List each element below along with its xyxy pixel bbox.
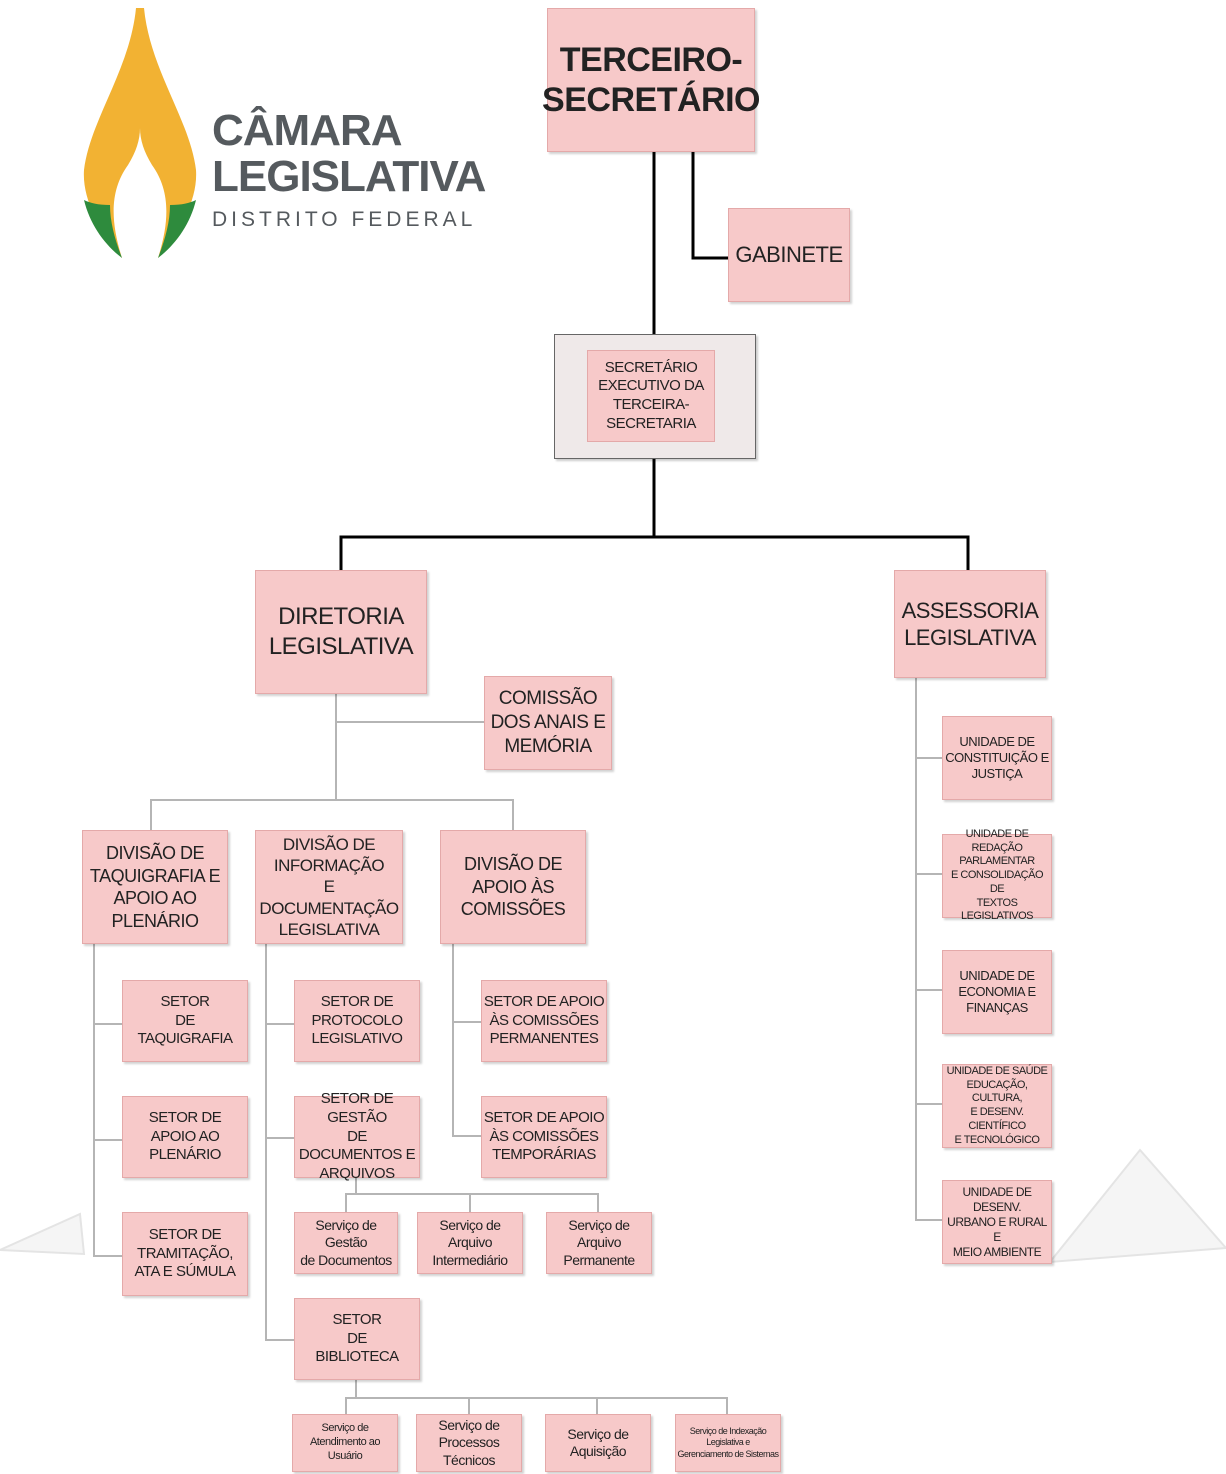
node-setor-taquigrafia: SETOR DE TAQUIGRAFIA [122,980,248,1062]
node-servico-processos-tecnicos: Serviço de Processos Técnicos [416,1414,522,1472]
line-biblioteca-services-bar [345,1397,728,1414]
node-unidade-redacao: UNIDADE DE REDAÇÃO PARLAMENTAR E CONSOLI… [942,828,1052,922]
node-secretario-executivo: SECRETÁRIO EXECUTIVO DA TERCEIRA-SECRETA… [587,350,715,442]
line-informacao-branch [265,944,294,1341]
node-assessoria-legislativa: ASSESSORIA LEGISLATIVA [894,570,1046,678]
line-comissoes-branch [452,944,481,1137]
logo-line-legislativa: LEGISLATIVA [212,152,486,201]
node-servico-arquivo-intermediario: Serviço de Arquivo Intermediário [417,1212,523,1274]
node-diretoria-legislativa: DIRETORIA LEGISLATIVA [255,570,427,694]
node-div-informacao: DIVISÃO DE INFORMAÇÃO E DOCUMENTAÇÃO LEG… [255,830,403,944]
node-setor-protocolo: SETOR DE PROTOCOLO LEGISLATIVO [294,980,420,1062]
node-setor-tramitacao: SETOR DE TRAMITAÇÃO, ATA E SÚMULA [122,1212,248,1296]
line-main-branch [339,535,970,570]
node-setor-gestao-documentos: SETOR DE GESTÃO DE DOCUMENTOS E ARQUIVOS [294,1090,420,1182]
node-unidade-saude: UNIDADE DE SAÚDE EDUCAÇÃO, CULTURA, E DE… [942,1064,1052,1148]
node-servico-atendimento-usuario: Serviço de Atendimento ao Usuário [292,1414,398,1472]
node-setor-apoio-plenario: SETOR DE APOIO AO PLENÁRIO [122,1096,248,1178]
line-assessoria-branch [915,678,942,1221]
node-servico-arquivo-permanente: Serviço de Arquivo Permanente [546,1212,652,1274]
inner-connectors [93,678,942,1414]
node-servico-indexacao: Serviço de Indexação Legislativa e Geren… [675,1414,781,1472]
node-div-apoio-comissoes: DIVISÃO DE APOIO ÀS COMISSÕES [440,830,586,944]
node-servico-gestao-documentos: Serviço de Gestão de Documentos [294,1212,398,1274]
line-taquigrafia-branch [93,944,122,1257]
node-setor-comissoes-temporarias: SETOR DE APOIO ÀS COMISSÕES TEMPORÁRIAS [481,1096,607,1178]
node-servico-aquisicao: Serviço de Aquisição [545,1414,651,1472]
decorative-swoosh [0,1148,1226,1264]
logo-wordmark: CÂMARA LEGISLATIVA DISTRITO FEDERAL [212,106,486,232]
logo-line-camara: CÂMARA [212,106,403,155]
line-divisions-bar [150,799,514,830]
node-gabinete: GABINETE [728,208,850,302]
node-setor-comissoes-permanentes: SETOR DE APOIO ÀS COMISSÕES PERMANENTES [481,980,607,1062]
top-connectors [339,152,970,570]
camara-logo-emblem [83,8,197,258]
node-terceiro-secretario: TERCEIRO- SECRETÁRIO [542,8,760,152]
node-comissao-anais: COMISSÃO DOS ANAIS E MEMÓRIA [484,676,612,770]
line-to-gabinete [691,152,728,260]
node-div-taquigrafia: DIVISÃO DE TAQUIGRAFIA E APOIO AO PLENÁR… [82,830,228,944]
node-unidade-economia: UNIDADE DE ECONOMIA E FINANÇAS [942,950,1052,1034]
node-setor-biblioteca: SETOR DE BIBLIOTECA [294,1298,420,1380]
node-unidade-desenv-urbano: UNIDADE DE DESENV. URBANO E RURAL E MEIO… [942,1180,1052,1264]
node-unidade-constituicao: UNIDADE DE CONSTITUIÇÃO E JUSTIÇA [942,716,1052,800]
line-gestao-services-bar [345,1193,599,1212]
logo-line-distrito-federal: DISTRITO FEDERAL [212,208,477,231]
